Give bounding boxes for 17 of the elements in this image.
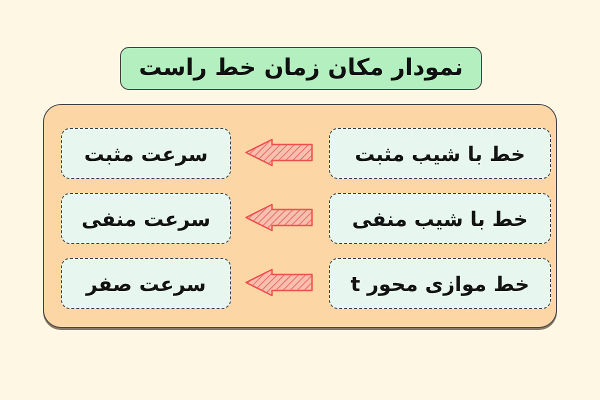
dashed-card <box>329 193 551 244</box>
dashed-card <box>329 258 551 309</box>
card-text: خط با شیب مثبت <box>354 140 526 166</box>
card-text: خط موازی محور t <box>350 270 530 296</box>
dashed-card <box>61 258 231 309</box>
dashed-card <box>61 128 231 179</box>
block-arrow <box>245 138 313 166</box>
block-arrow <box>245 204 313 232</box>
title-banner: نمودار مکان زمان خط راست <box>120 47 482 90</box>
card-text: خط با شیب منفی <box>352 206 528 232</box>
card-text: سرعت منفی <box>81 206 211 232</box>
panel <box>43 104 557 328</box>
dashed-card <box>61 193 231 244</box>
dashed-card <box>329 128 551 179</box>
card-text: سرعت مثبت <box>84 140 208 166</box>
card-text: سرعت صفر <box>86 270 206 296</box>
block-arrow <box>245 268 313 296</box>
